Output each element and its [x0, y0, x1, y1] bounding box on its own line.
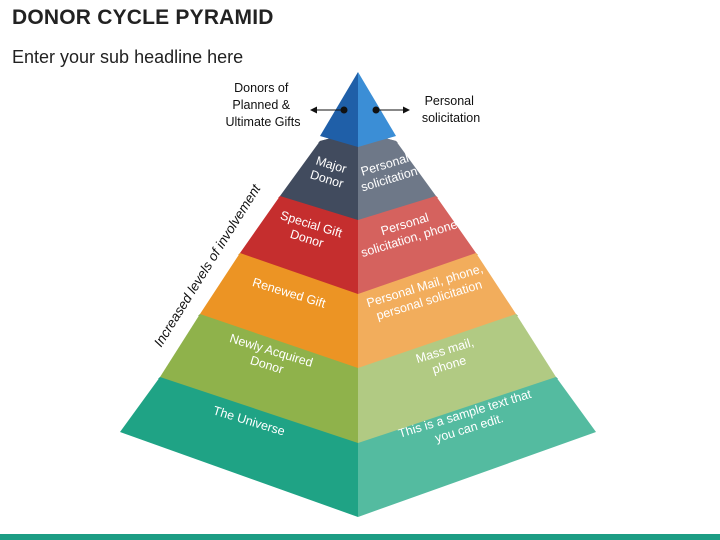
bottom-accent-bar: [0, 534, 720, 540]
right-arrow-head: [403, 106, 410, 114]
layer-right-face: [358, 131, 436, 220]
layer-left-face: [280, 131, 358, 220]
apex-arrows: [310, 106, 410, 114]
page-subtitle: Enter your sub headline here: [12, 47, 244, 67]
page-title: DONOR CYCLE PYRAMID: [12, 6, 274, 29]
apex-right-label: Personal solicitation: [422, 94, 480, 125]
left-arrow-head: [310, 106, 317, 114]
apex-left-label: Donors of Planned & Ultimate Gifts: [225, 81, 300, 129]
